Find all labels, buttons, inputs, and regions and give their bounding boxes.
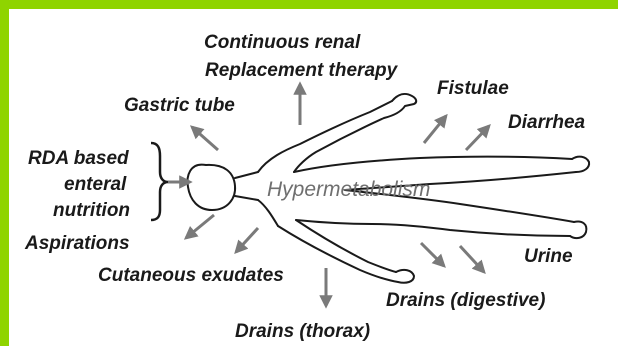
label-rda-line3: nutrition xyxy=(53,200,130,221)
label-rda-line1: RDA based xyxy=(28,148,129,169)
arrow-gastric-tube xyxy=(192,127,218,150)
arrow-urine xyxy=(460,246,484,272)
label-rda-line2: enteral xyxy=(64,174,127,195)
label-gastric-tube: Gastric tube xyxy=(124,95,235,116)
label-aspirations: Aspirations xyxy=(24,233,130,254)
arrow-aspirations xyxy=(186,215,214,238)
arrow-diarrhea xyxy=(466,126,489,150)
arrow-cutaneous-exudates xyxy=(236,228,258,252)
arrow-drains-digestive xyxy=(421,243,444,266)
arrow-fistulae xyxy=(424,116,446,143)
label-drains-thorax: Drains (thorax) xyxy=(235,321,370,342)
label-diarrhea: Diarrhea xyxy=(508,112,586,133)
label-fistulae: Fistulae xyxy=(437,78,509,99)
label-crrt-line1: Continuous renal xyxy=(204,32,361,53)
label-urine: Urine xyxy=(524,246,573,267)
rda-brace xyxy=(151,143,168,220)
label-hypermetabolism: Hypermetabolism xyxy=(267,178,430,201)
label-crrt-line2: Replacement therapy xyxy=(205,60,399,81)
label-drains-digestive: Drains (digestive) xyxy=(386,290,545,311)
label-cutaneous-exudates: Cutaneous exudates xyxy=(98,265,284,286)
